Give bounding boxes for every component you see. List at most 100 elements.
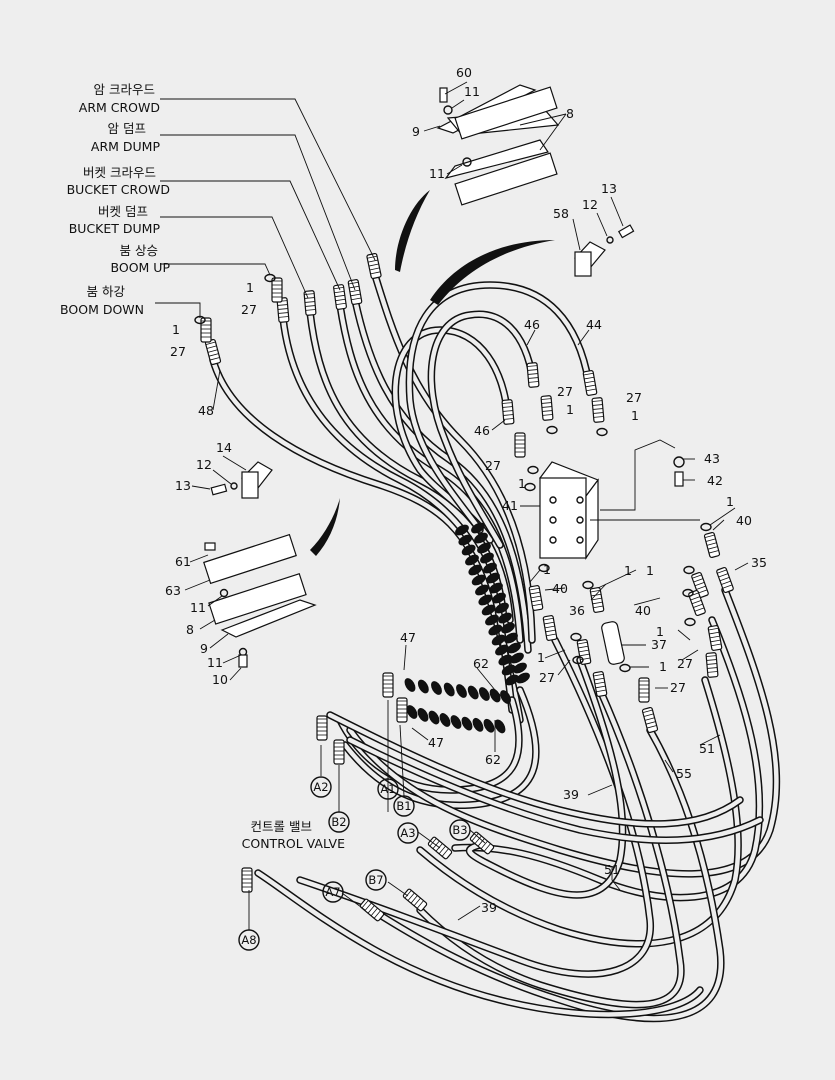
callout-39: 39: [563, 787, 579, 802]
callout-62: 62: [485, 752, 501, 767]
clamp-block-14: [210, 461, 273, 499]
spiral-coil: [510, 652, 524, 664]
callout-36: 36: [569, 603, 585, 618]
callout-1: 1: [656, 624, 664, 639]
callout-11: 11: [429, 166, 445, 181]
hose-fitting: [592, 671, 608, 697]
callout-1: 1: [624, 563, 632, 578]
spiral-coil: [478, 594, 493, 606]
spiral-coil: [485, 614, 499, 626]
spiral-coil: [478, 687, 490, 701]
callout-27: 27: [626, 390, 642, 405]
spiral-coil: [488, 624, 503, 636]
callout-12: 12: [196, 457, 212, 472]
spiral-coil: [486, 572, 500, 584]
callout-58: 58: [553, 206, 569, 221]
hose-clamp-top: [436, 84, 560, 206]
spiral-coil: [481, 604, 496, 616]
callout-13: 13: [175, 478, 191, 493]
hose-fitting: [333, 739, 345, 765]
spiral-coil: [495, 602, 509, 614]
spiral-coil: [483, 562, 497, 574]
boom-down-eng: BOOM DOWN: [60, 302, 144, 317]
spiral-coil: [467, 685, 479, 700]
callout-1: 1: [631, 408, 639, 423]
arm-crowd-eng: ARM CROWD: [79, 100, 160, 115]
svg-text:B3: B3: [452, 823, 467, 837]
function-labels: 암 크라우드 ARM CROWD 암 덤프 ARM DUMP 버켓 크라우드 B…: [60, 82, 345, 851]
hose-fitting: [589, 587, 605, 613]
callout-55: 55: [676, 766, 692, 781]
svg-text:B1: B1: [396, 799, 411, 813]
arm-dump-kor: 암 덤프: [108, 121, 146, 136]
spiral-coil: [472, 717, 484, 732]
boom-up-kor: 붐 상승: [120, 243, 158, 258]
spiral-coil: [458, 534, 473, 546]
callout-27: 27: [485, 458, 501, 473]
port-A7: A7: [322, 881, 344, 903]
callout-14: 14: [216, 440, 232, 455]
o-ring: [538, 563, 550, 573]
boom-down-kor: 붐 하강: [87, 284, 126, 299]
fittings: [194, 252, 734, 922]
hose-fitting: [542, 615, 558, 641]
hose-fitting: [366, 252, 382, 280]
callout-1: 1: [518, 476, 526, 491]
svg-text:A1: A1: [380, 782, 395, 796]
spiral-coil: [507, 642, 521, 654]
callout-1: 1: [172, 322, 180, 337]
hose-fitting: [638, 677, 650, 703]
callout-1: 1: [246, 280, 254, 295]
hose-fitting: [582, 370, 598, 396]
arm-crowd-kor: 암 크라우드: [94, 82, 155, 97]
svg-text:A8: A8: [241, 933, 256, 947]
spiral-coil: [494, 719, 506, 734]
hose-fitting: [501, 399, 515, 425]
clamp-block-58: [574, 224, 635, 277]
callout-27: 27: [241, 302, 257, 317]
o-ring: [700, 522, 712, 532]
leader-lines: [155, 81, 749, 930]
callout-27: 27: [539, 670, 555, 685]
callout-46: 46: [524, 317, 540, 332]
callout-47: 47: [428, 735, 444, 750]
hose-fitting: [703, 531, 721, 559]
pipe-37: [601, 621, 625, 665]
spiral-coil: [495, 644, 509, 656]
spiral-coil: [513, 662, 527, 674]
callout-27: 27: [170, 344, 186, 359]
spiral-coil: [450, 715, 462, 729]
spiral-coil: [404, 678, 416, 692]
spiral-coil: [477, 542, 491, 554]
callout-1: 1: [726, 494, 734, 509]
o-ring: [619, 663, 631, 673]
o-ring: [682, 588, 694, 598]
callout-1: 1: [566, 402, 574, 417]
bucket-dump-eng: BUCKET DUMP: [69, 221, 161, 236]
callout-1: 1: [543, 562, 551, 577]
spiral-coil: [501, 622, 515, 634]
hose-fitting: [347, 279, 363, 305]
callout-11: 11: [464, 84, 480, 99]
motion-arc-left: [310, 498, 340, 556]
spiral-coil: [468, 564, 483, 576]
arm-dump-eng: ARM DUMP: [91, 139, 161, 154]
spiral-guard: [404, 522, 530, 734]
spiral-coil: [439, 713, 451, 727]
svg-text:B7: B7: [368, 873, 383, 887]
callout-27: 27: [670, 680, 686, 695]
spiral-coil: [417, 707, 429, 722]
callout-8: 8: [566, 106, 574, 121]
hose-fitting: [528, 585, 544, 611]
callout-60: 60: [456, 65, 472, 80]
spiral-coil: [480, 552, 494, 564]
svg-text:A3: A3: [400, 826, 415, 840]
hose-fitting: [241, 867, 253, 893]
o-ring: [524, 482, 536, 492]
hose-fitting: [526, 362, 540, 388]
bucket-dump-kor: 버켓 덤프: [98, 204, 148, 219]
hose-clamp-bottom: [203, 533, 317, 668]
callout-1: 1: [659, 659, 667, 674]
spiral-coil: [498, 612, 512, 624]
motion-arc-right: [430, 240, 555, 305]
